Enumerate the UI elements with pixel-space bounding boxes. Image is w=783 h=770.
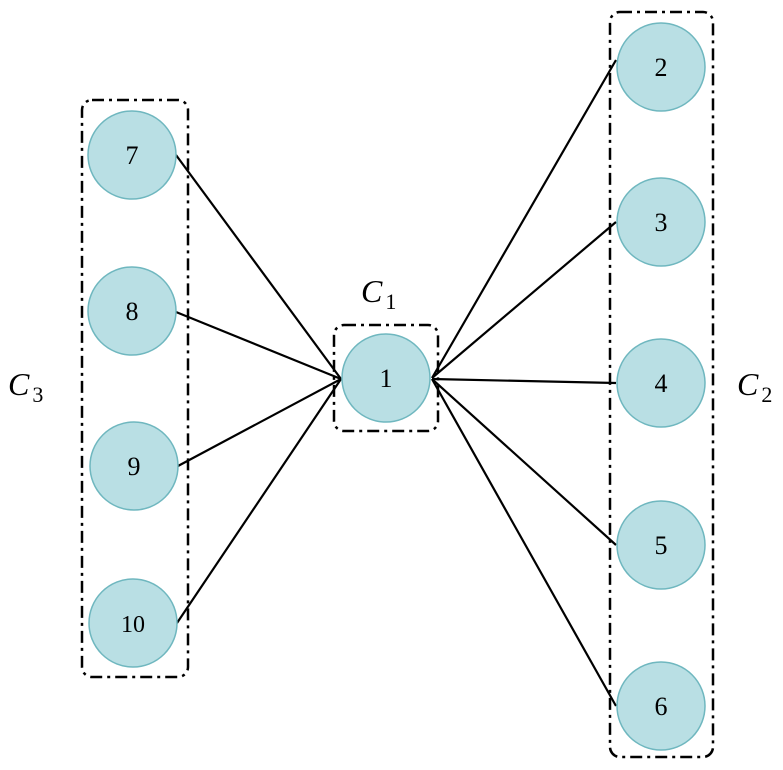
- node-9: 9: [89, 421, 179, 511]
- edge-8-1: [175, 310, 342, 381]
- edge-1-4: [431, 377, 617, 385]
- edge-1-2: [431, 59, 617, 379]
- node-6-circle: [616, 661, 706, 751]
- node-5-label: 5: [655, 531, 668, 560]
- node-3-circle: [616, 177, 706, 267]
- edge-1-5: [431, 378, 617, 546]
- node-8-label: 8: [126, 297, 139, 326]
- node-4: 4: [616, 338, 706, 428]
- node-6-label: 6: [655, 692, 668, 721]
- edge-7-1: [175, 154, 342, 380]
- edge-10-1: [176, 378, 342, 624]
- node-7-label: 7: [126, 141, 139, 170]
- node-8-circle: [87, 266, 177, 356]
- node-10: 10: [88, 578, 178, 668]
- node-1-circle: [341, 333, 431, 423]
- node-6: 6: [616, 661, 706, 751]
- node-7-circle: [87, 110, 177, 200]
- node-10-circle: [88, 578, 178, 668]
- node-3-label: 3: [655, 208, 668, 237]
- node-8: 8: [87, 266, 177, 356]
- edge-1-3: [431, 221, 617, 379]
- node-5-circle: [616, 500, 706, 590]
- edge-1-6: [431, 378, 617, 707]
- node-5: 5: [616, 500, 706, 590]
- node-1-label: 1: [380, 364, 393, 393]
- cluster-c1-subscript: 1: [385, 289, 396, 314]
- cluster-c2-letter: C: [737, 366, 759, 402]
- node-2-circle: [616, 22, 706, 112]
- node-9-circle: [89, 421, 179, 511]
- node-3: 3: [616, 177, 706, 267]
- cluster-c2-box: [608, 10, 715, 759]
- cluster-c1-box: [332, 323, 440, 433]
- node-4-circle: [616, 338, 706, 428]
- cluster-c3-subscript: 3: [32, 382, 43, 407]
- edges: [175, 59, 617, 707]
- node-2-label: 2: [655, 53, 668, 82]
- cluster-c2-subscript: 2: [761, 382, 772, 407]
- edge-9-1: [177, 378, 342, 467]
- node-2: 2: [616, 22, 706, 112]
- node-10-label: 10: [121, 612, 145, 638]
- cluster-c3-box: [80, 98, 190, 679]
- cluster-c3-letter: C: [8, 366, 30, 402]
- cluster-c1-letter: C: [361, 273, 383, 309]
- node-9-label: 9: [128, 452, 141, 481]
- node-4-label: 4: [655, 369, 668, 398]
- node-1: 1: [341, 333, 431, 423]
- node-7: 7: [87, 110, 177, 200]
